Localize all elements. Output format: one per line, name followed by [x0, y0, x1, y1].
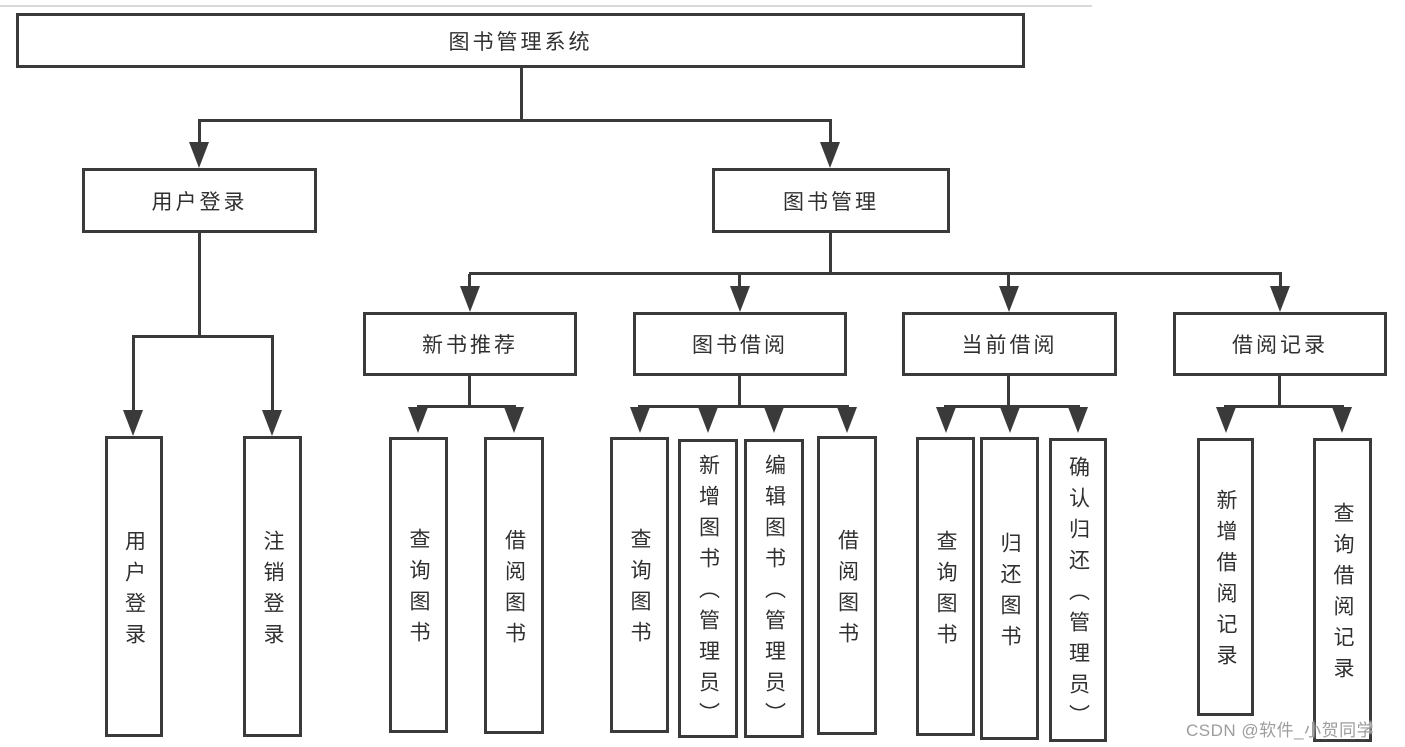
node-new-book-recommend-label: 新书推荐	[422, 334, 518, 357]
leaf-label: 用户登录	[122, 529, 146, 654]
arrow-down-icon	[460, 286, 480, 312]
page-top-divider	[0, 5, 1092, 7]
connector-stem-leaf-logout	[271, 337, 274, 413]
arrow-down-icon	[1000, 407, 1020, 433]
connector-cat3-drop	[1007, 376, 1010, 407]
connector-stem-leaf-login	[132, 337, 135, 413]
arrow-down-icon	[730, 286, 750, 312]
arrow-down-icon	[630, 407, 650, 433]
node-borrow-records-label: 借阅记录	[1232, 334, 1328, 357]
node-current-borrow: 当前借阅	[902, 312, 1117, 376]
arrow-down-icon	[408, 407, 428, 433]
leaf-label: 新增借阅记录	[1214, 489, 1237, 675]
node-book-management-label: 图书管理	[783, 190, 879, 214]
connector-root-drop	[520, 66, 523, 121]
leaf-query-books-recommend: 查询图书	[389, 437, 448, 733]
connector-cat1-horizontal	[417, 405, 516, 408]
node-borrow-records: 借阅记录	[1173, 312, 1387, 376]
connector-cat3-horizontal	[944, 405, 1080, 408]
connector-user-login-horizontal	[132, 335, 274, 338]
leaf-label: 查询借阅记录	[1331, 502, 1354, 688]
leaf-label: 查询图书	[934, 529, 957, 654]
connector-cat2-horizontal	[638, 405, 849, 408]
leaf-logout: 注销登录	[243, 436, 302, 737]
connector-root-horizontal	[198, 119, 832, 122]
node-current-borrow-label: 当前借阅	[961, 334, 1058, 357]
arrow-down-icon	[189, 142, 209, 168]
node-root-system: 图书管理系统	[16, 13, 1025, 68]
leaf-query-borrow-record: 查询借阅记录	[1313, 438, 1372, 742]
leaf-label: 查询图书	[407, 528, 430, 652]
leaf-borrow-books: 借阅图书	[817, 436, 877, 735]
leaf-label: 借阅图书	[502, 528, 526, 653]
arrow-down-icon	[1270, 286, 1290, 312]
leaf-add-book-admin: 新增图书（管理员）	[678, 439, 738, 738]
csdn-watermark: CSDN @软件_小贺同学	[1186, 721, 1375, 740]
leaf-label: 查询图书	[628, 528, 651, 652]
node-new-book-recommend: 新书推荐	[363, 312, 577, 376]
leaf-add-borrow-record: 新增借阅记录	[1197, 438, 1254, 716]
arrow-down-icon	[504, 407, 524, 433]
leaf-query-books-borrow: 查询图书	[610, 437, 669, 733]
node-book-management: 图书管理	[712, 168, 950, 233]
arrow-down-icon	[1216, 407, 1236, 433]
connector-stem-cat-recommend	[468, 274, 471, 289]
leaf-label: 注销登录	[261, 529, 284, 654]
connector-book-mgmt-drop	[829, 233, 832, 274]
arrow-down-icon	[698, 407, 718, 433]
node-book-borrow-label: 图书借阅	[692, 334, 788, 357]
arrow-down-icon	[262, 410, 282, 436]
leaf-confirm-return-admin: 确认归还（管理员）	[1049, 438, 1107, 742]
connector-stem-book-mgmt	[829, 121, 832, 146]
connector-stem-cat-current	[1007, 274, 1010, 289]
arrow-down-icon	[837, 407, 857, 433]
leaf-user-login: 用户登录	[105, 436, 163, 737]
leaf-label: 借阅图书	[835, 528, 859, 653]
connector-stem-user-login	[198, 121, 201, 146]
leaf-return-book: 归还图书	[980, 437, 1039, 740]
leaf-edit-book-admin: 编辑图书（管理员）	[744, 439, 804, 738]
connector-stem-cat-records	[1279, 274, 1282, 289]
connector-cat2-drop	[738, 376, 741, 407]
node-root-label: 图书管理系统	[448, 30, 593, 54]
node-book-borrow: 图书借阅	[633, 312, 847, 376]
leaf-label: 编辑图书（管理员）	[762, 454, 786, 733]
arrow-down-icon	[820, 142, 840, 168]
arrow-down-icon	[1332, 407, 1352, 433]
connector-book-mgmt-horizontal	[469, 272, 1282, 275]
arrow-down-icon	[1068, 407, 1088, 433]
arrow-down-icon	[123, 410, 143, 436]
node-user-login-label: 用户登录	[151, 190, 248, 214]
arrow-down-icon	[764, 407, 784, 433]
connector-stem-cat-borrow	[738, 274, 741, 289]
leaf-label: 确认归还（管理员）	[1066, 455, 1090, 735]
leaf-query-books-current: 查询图书	[916, 437, 975, 736]
connector-cat1-drop	[468, 376, 471, 407]
leaf-borrow-books-recommend: 借阅图书	[484, 437, 544, 734]
arrow-down-icon	[999, 286, 1019, 312]
connector-cat4-drop	[1278, 376, 1281, 407]
connector-cat4-horizontal	[1224, 405, 1344, 408]
leaf-label: 归还图书	[998, 531, 1021, 656]
leaf-label: 新增图书（管理员）	[696, 454, 720, 733]
connector-user-login-drop	[198, 233, 201, 337]
node-user-login: 用户登录	[82, 168, 317, 233]
arrow-down-icon	[936, 407, 956, 433]
